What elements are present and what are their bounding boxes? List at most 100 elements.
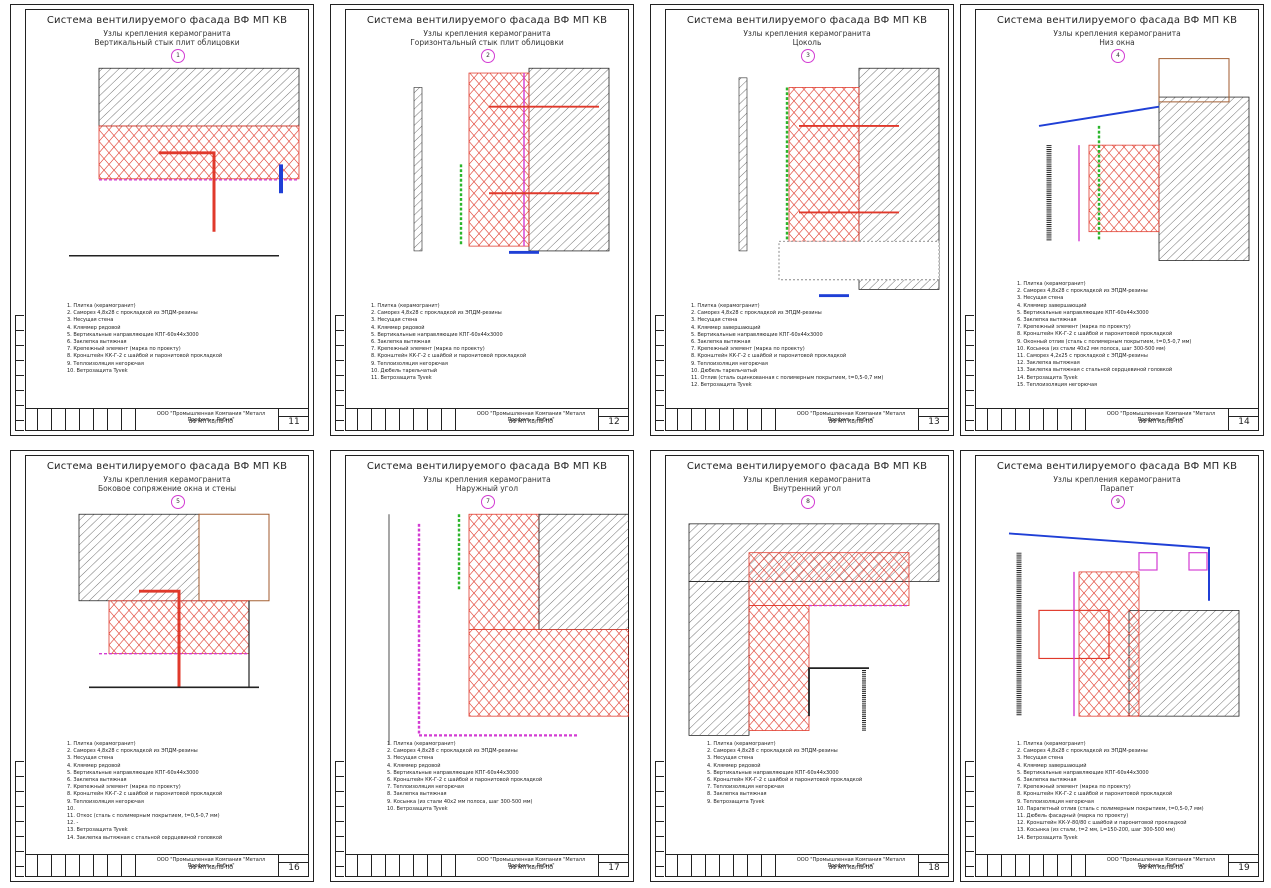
legend-item: 12. Заклепка вытяжная [1017, 360, 1080, 367]
node-marker: 7 [481, 495, 495, 509]
legend-item: 8. Кронштейн КК-Г-2 с шайбой и паронитов… [67, 353, 223, 360]
drawing-sheet: Система вентилируемого фасада ВФ МП КВ У… [960, 4, 1264, 436]
legend-item: 9. Теплоизоляция негорючая [67, 798, 144, 805]
title-block: ООО "Промышленная Компания "Металл Профи… [975, 854, 1259, 877]
legend-item: 2. Саморез 4,8х28 с прокладкой из ЭПДМ-р… [371, 310, 502, 317]
legend: 1. Плитка (керамогранит)2. Саморез 4,8х2… [1017, 741, 1204, 842]
document-code: ВФ МП КВ/ЛБ-ПО [1138, 865, 1184, 871]
sheet-title: Система вентилируемого фасада ВФ МП КВ [996, 15, 1238, 26]
organization-name: ООО "Промышленная Компания "Металл Профи… [476, 857, 586, 869]
legend-item: 5. Вертикальные направляющие КПГ-60х44х3… [1017, 769, 1149, 776]
legend-item: 10. Ветрозащита Tyvek [67, 367, 128, 374]
document-code: ВФ МП КВ/ЛБ-ПО [828, 419, 874, 425]
legend-item: 10. Дюбель тарельчатый [691, 367, 758, 374]
legend-item: 2. Саморез 4,8х28 с прокладкой из ЭПДМ-р… [707, 748, 838, 755]
legend-item: 8. Кронштейн КК-Г-2 с шайбой и паронитов… [691, 353, 847, 360]
detail-name: Боковое сопряжение окна и стены [97, 484, 237, 493]
legend-item: 1. Плитка (керамогранит) [67, 741, 136, 747]
sheet-frame [975, 9, 1259, 431]
detail-name: Внутренний угол [773, 484, 841, 493]
organization-name: ООО "Промышленная Компания "Металл Профи… [1106, 411, 1216, 423]
legend: 1. Плитка (керамогранит)2. Саморез 4,8х2… [67, 741, 222, 842]
title-block: ООО "Промышленная Компания "Металл Профи… [345, 854, 629, 877]
sheet-title: Система вентилируемого фасада ВФ МП КВ [686, 15, 928, 26]
legend-item: 4. Кляммер рядовой [67, 762, 121, 769]
document-code: ВФ МП КВ/ЛБ-ПО [188, 865, 234, 871]
page-number: 18 [918, 855, 949, 877]
legend-item: 10. Дюбель тарельчатый [371, 367, 438, 374]
legend-item: 4. Кляммер рядовой [387, 762, 441, 769]
sheet-title: Система вентилируемого фасада ВФ МП КВ [46, 15, 288, 26]
sheet-subtitle: Узлы крепления керамогранита [743, 475, 871, 484]
detail-name: Цоколь [792, 38, 822, 47]
sheet-title: Система вентилируемого фасада ВФ МП КВ [366, 15, 608, 26]
legend-item: 9. Теплоизоляция негорючая [371, 360, 448, 367]
legend-item: 5. Вертикальные направляющие КПГ-60х44х3… [387, 769, 519, 776]
legend-item: 6. Кронштейн КК-Г-2 с шайбой и паронитов… [387, 777, 543, 784]
legend-item: 5. Вертикальные направляющие КПГ-60х44х3… [67, 331, 199, 338]
legend-item: 8. Кронштейн КК-Г-2 с шайбой и паронитов… [371, 353, 527, 360]
legend-item: 1. Плитка (керамогранит) [707, 741, 776, 747]
legend-item: 11. Ветрозащита Tyvek [371, 375, 432, 382]
legend-item: 9. Теплоизоляция негорючая [67, 360, 144, 367]
detail-drawing [388, 513, 629, 745]
detail-name: Низ окна [1099, 38, 1135, 47]
detail-drawing [1038, 58, 1250, 261]
legend-item: 4. Кляммер завершающий [691, 324, 761, 331]
legend-item: 11. Отлив (сталь оцинкованная с полимерн… [691, 375, 884, 382]
legend-item: 3. Несущая стена [1017, 295, 1064, 302]
legend: 1. Плитка (керамогранит)2. Саморез 4,8х2… [371, 303, 526, 382]
legend: 1. Плитка (керамогранит)2. Саморез 4,8х2… [1017, 281, 1191, 389]
legend-item: 3. Несущая стена [67, 755, 114, 762]
side-stamp [15, 761, 24, 877]
drawing-sheet: Система вентилируемого фасада ВФ МП КВ У… [330, 450, 634, 882]
legend-item: 5. Вертикальные направляющие КПГ-60х44х3… [707, 769, 839, 776]
side-stamp [335, 761, 344, 877]
document-code: ВФ МП КВ/ЛБ-ПО [508, 419, 554, 425]
legend-item: 1. Плитка (керамогранит) [371, 303, 440, 309]
legend-item: 4. Кляммер завершающий [1017, 762, 1087, 769]
title-block: ООО "Промышленная Компания "Металл Профи… [665, 854, 949, 877]
legend-item: 4. Кляммер завершающий [1017, 302, 1087, 309]
sheet-subtitle: Узлы крепления керамогранита [743, 29, 871, 38]
legend-item: 8. Кронштейн КК-Г-2 с шайбой и паронитов… [1017, 791, 1173, 798]
sheet-title: Система вентилируемого фасада ВФ МП КВ [686, 461, 928, 472]
legend-item: 11. Саморез 4,2х25 с прокладкой с ЭПДМ-р… [1017, 353, 1148, 360]
legend-item: 5. Вертикальные направляющие КПГ-60х44х3… [67, 769, 199, 776]
legend-item: 2. Саморез 4,8х28 с прокладкой из ЭПДМ-р… [1017, 288, 1148, 295]
sheet-frame [975, 455, 1259, 877]
legend-item: 7. Крепежный элемент (марка по проекту) [67, 346, 181, 353]
legend-item: 1. Плитка (керамогранит) [387, 741, 456, 747]
legend-item: 3. Несущая стена [371, 317, 418, 324]
drawing-sheet: Система вентилируемого фасада ВФ МП КВ У… [330, 4, 634, 436]
legend-item: 11. Дюбель фасадный (марка по проекту) [1017, 813, 1129, 820]
legend-item: 5. Вертикальные направляющие КПГ-60х44х3… [1017, 309, 1149, 316]
legend-item: 12. Кронштейн КК-У-80/80 с шайбой и паро… [1017, 820, 1187, 827]
legend-item: 2. Саморез 4,8х28 с прокладкой из ЭПДМ-р… [1017, 748, 1148, 755]
legend-item: 3. Несущая стена [67, 317, 114, 324]
title-block: ООО "Промышленная Компания "Металл Профи… [25, 408, 309, 431]
node-marker: 3 [801, 49, 815, 63]
detail-drawing [413, 67, 610, 254]
legend-item: 9. Теплоизоляция негорючая [1017, 798, 1094, 805]
sheet-title: Система вентилируемого фасада ВФ МП КВ [46, 461, 288, 472]
legend-item: 6. Заклепка вытяжная [1017, 777, 1077, 784]
legend-item: 2. Саморез 4,8х28 с прокладкой из ЭПДМ-р… [387, 748, 518, 755]
detail-name: Парапет [1100, 484, 1134, 493]
organization-name: ООО "Промышленная Компания "Металл Профи… [796, 857, 906, 869]
title-block: ООО "Промышленная Компания "Металл Профи… [25, 854, 309, 877]
detail-name: Вертикальный стык плит облицовки [94, 38, 240, 47]
side-stamp [335, 315, 344, 431]
legend-item: 9. Косынка (из стали 40х2 мм полоса, шаг… [387, 798, 533, 805]
organization-name: ООО "Промышленная Компания "Металл Профи… [156, 411, 266, 423]
legend-item: 8. Заклепка вытяжная [707, 791, 767, 798]
legend-item: 6. Заклепка вытяжная [67, 339, 127, 346]
organization-name: ООО "Промышленная Компания "Металл Профи… [1106, 857, 1216, 869]
sheet-frame [345, 9, 629, 431]
legend-item: 13. Косынка (из стали, t=2 мм, L=150-200… [1017, 827, 1176, 834]
detail-name: Наружный угол [455, 484, 519, 493]
sheet-frame [665, 9, 949, 431]
legend-item: 10. Ветрозащита Tyvek [387, 805, 448, 812]
legend: 1. Плитка (керамогранит)2. Саморез 4,8х2… [387, 741, 542, 813]
drawing-sheet: Система вентилируемого фасада ВФ МП КВ У… [960, 450, 1264, 882]
